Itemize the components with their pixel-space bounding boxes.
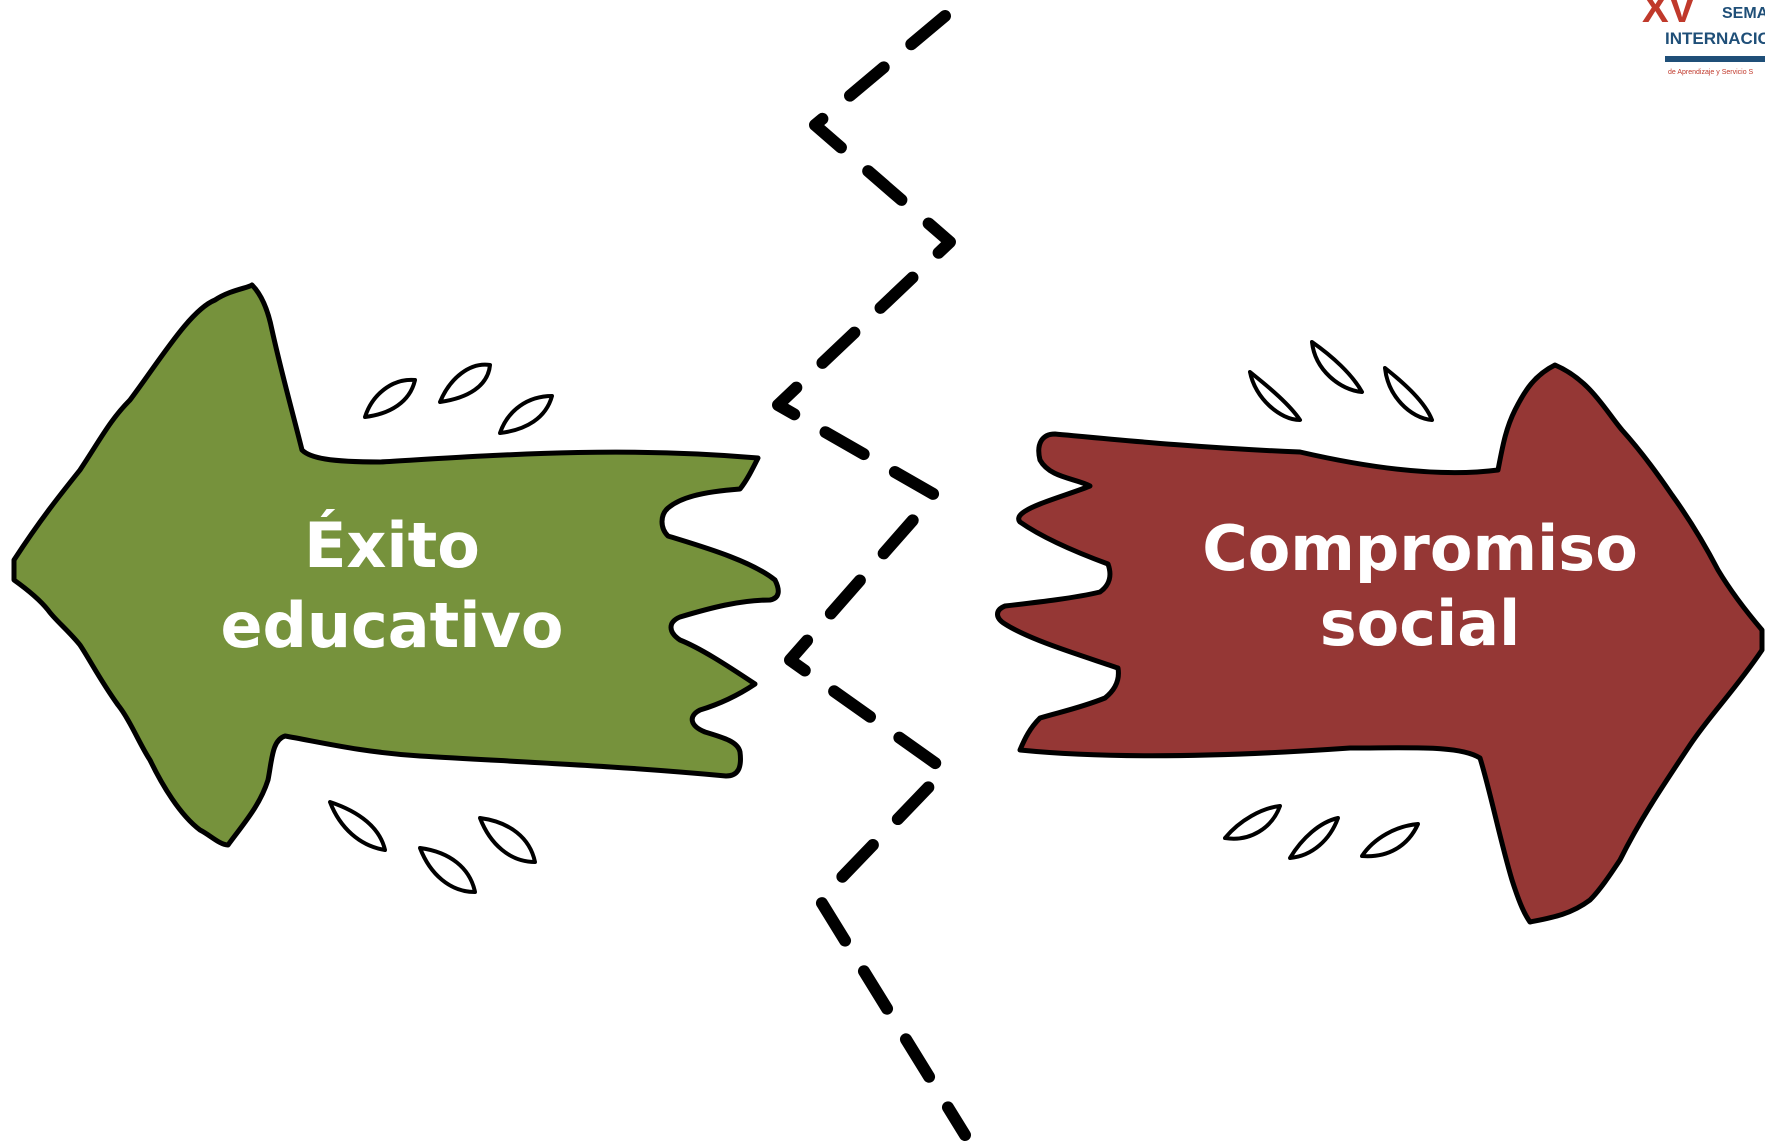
right-arrow-compromiso-social: Compromiso social xyxy=(995,362,1765,925)
motion-leaf xyxy=(1383,366,1434,422)
logo-background xyxy=(1660,0,1765,84)
event-logo: XV SEMA INTERNACIO de Aprendizaje y Serv… xyxy=(1642,0,1765,84)
motion-marks-right-top xyxy=(1248,340,1434,422)
motion-leaf xyxy=(328,800,387,852)
left-arrow-label-line1: Éxito xyxy=(304,509,480,582)
motion-leaf xyxy=(1310,340,1364,394)
right-arrow-shape xyxy=(995,362,1765,925)
right-arrow-label-line1: Compromiso xyxy=(1202,512,1638,585)
motion-leaf xyxy=(1223,804,1282,841)
motion-leaf xyxy=(478,816,537,864)
logo-word2: INTERNACIO xyxy=(1665,29,1765,48)
motion-marks-left-bottom xyxy=(328,800,537,894)
motion-marks-left-top xyxy=(363,362,554,435)
right-arrow-label-line2: social xyxy=(1320,587,1521,660)
motion-leaf xyxy=(1248,370,1302,422)
dashed-zigzag-divider xyxy=(772,10,971,1141)
motion-leaf xyxy=(363,377,417,419)
motion-leaf xyxy=(498,394,554,435)
motion-leaf xyxy=(1360,822,1420,859)
left-arrow-shape xyxy=(11,282,781,848)
left-arrow-label-line2: educativo xyxy=(220,589,563,662)
left-arrow-exito-educativo: Éxito educativo xyxy=(11,282,781,848)
motion-leaf xyxy=(1288,816,1340,860)
logo-tagline: de Aprendizaje y Servicio S xyxy=(1668,69,1754,76)
motion-marks-right-bottom xyxy=(1223,804,1420,860)
logo-word1: SEMA xyxy=(1722,5,1765,22)
motion-leaf xyxy=(438,362,492,404)
logo-stripe xyxy=(1665,56,1765,62)
logo-numeral: XV xyxy=(1642,0,1696,31)
motion-leaf xyxy=(418,846,477,894)
